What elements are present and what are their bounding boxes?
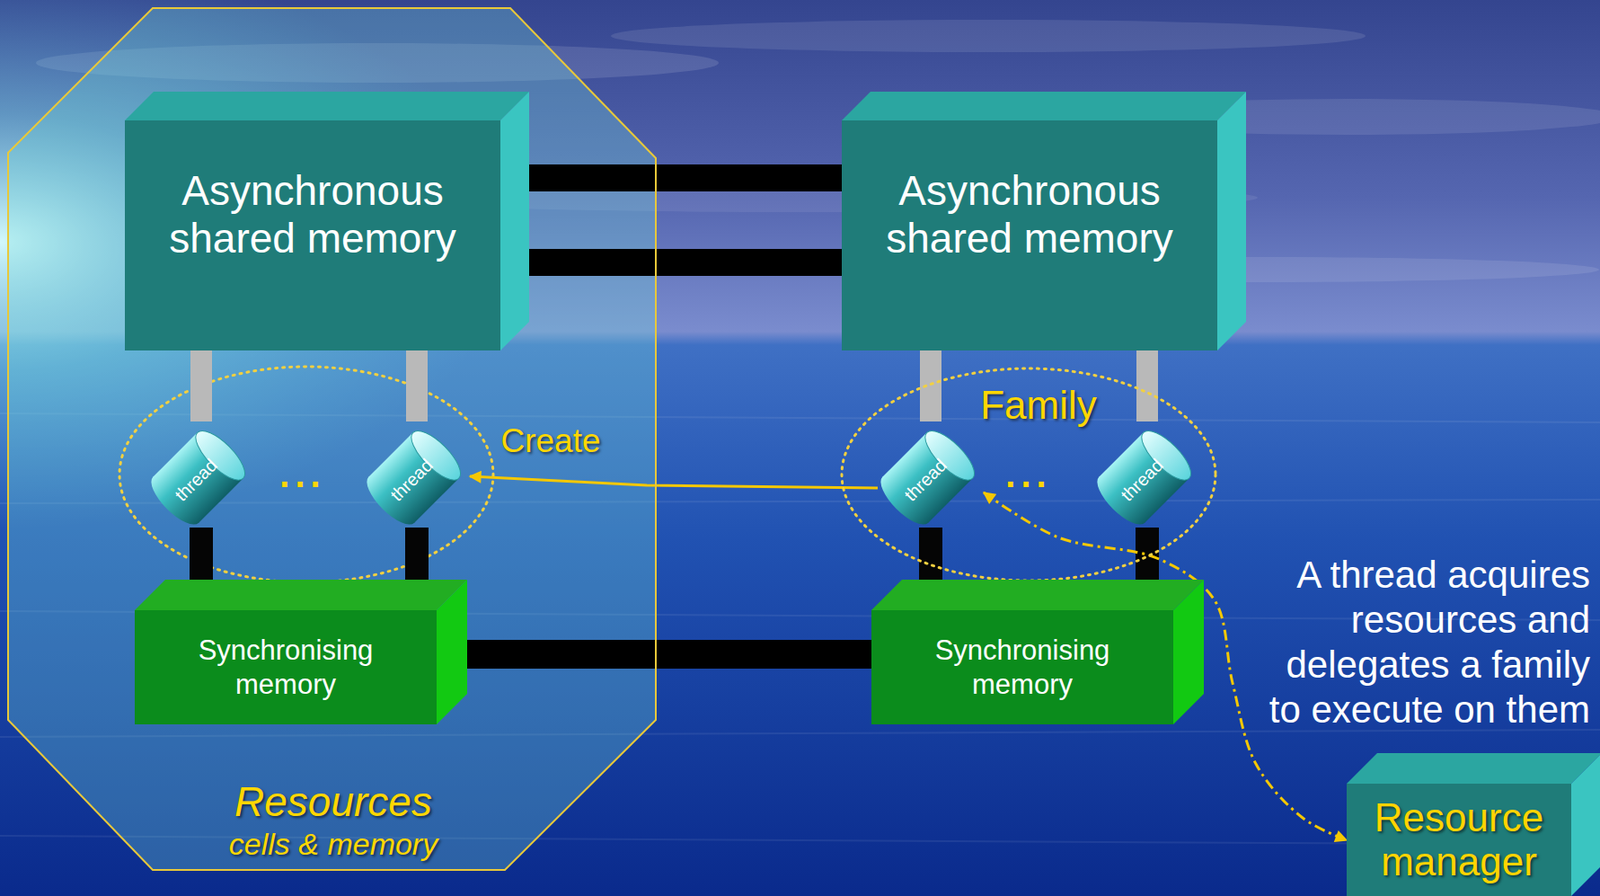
cylinder-body — [873, 423, 982, 531]
box-front — [124, 120, 501, 351]
ellipsis-mark: ... — [279, 456, 326, 493]
sync-store-box-text: Synchronising memory — [177, 633, 394, 700]
rod-link — [190, 350, 213, 422]
box-side — [1217, 91, 1247, 351]
bus-bar — [529, 164, 842, 192]
sync-store-box-text: Synchronising memory — [914, 633, 1131, 700]
box-side — [500, 91, 530, 351]
spawn-arrow — [469, 476, 878, 488]
box-front — [1346, 783, 1572, 896]
cylinder-body — [1089, 423, 1198, 531]
allocator-box-text: Resource manager — [1355, 795, 1563, 884]
box-side — [1571, 752, 1600, 896]
async-store-box-text: Asynchronous shared memory — [137, 167, 488, 263]
region-octagon-text: Resources — [234, 778, 433, 825]
box-side — [436, 579, 468, 725]
edge-label: Create — [500, 422, 601, 461]
ellipse-border — [841, 368, 1216, 581]
sync-store-box: Synchronising memory — [134, 579, 468, 725]
region-octagon-text: cells & memory — [229, 827, 438, 861]
box-front — [134, 609, 437, 725]
leg-link — [189, 527, 213, 580]
async-store-box: Asynchronous shared memory — [841, 91, 1247, 351]
note-text: A thread acquires resources and delegate… — [1255, 552, 1591, 733]
sync-store-box: Synchronising memory — [871, 579, 1204, 725]
bus-bar — [529, 248, 842, 276]
worker-cylinder: thread — [877, 421, 984, 528]
group-outline — [119, 366, 494, 583]
box-top — [134, 579, 468, 610]
worker-cylinder: thread — [148, 421, 255, 528]
leg-link — [405, 527, 429, 580]
async-store-box-text: Asynchronous shared memory — [854, 167, 1205, 263]
region-fill — [8, 8, 656, 870]
box-top — [841, 91, 1247, 121]
group-ellipse-text: Family — [980, 382, 1097, 429]
leg-link — [1135, 527, 1159, 580]
cylinder-body — [359, 423, 468, 531]
worker-cylinder: thread — [1094, 421, 1201, 528]
box-front — [841, 120, 1218, 351]
box-top — [124, 91, 530, 121]
worker-cylinder: thread — [363, 421, 470, 528]
box-front — [871, 609, 1174, 725]
box-top — [1346, 752, 1600, 784]
octagon-border — [8, 8, 656, 870]
async-store-box: Asynchronous shared memory — [124, 91, 530, 351]
box-top — [871, 579, 1204, 610]
leg-link — [919, 527, 943, 580]
ellipsis-mark: ... — [1005, 456, 1052, 493]
rod-link — [1136, 350, 1159, 422]
cylinder-body — [143, 423, 252, 531]
bus-bar — [467, 639, 872, 669]
rod-link — [406, 350, 428, 422]
allocator-box: Resource manager — [1346, 752, 1600, 896]
box-side — [1173, 579, 1204, 725]
